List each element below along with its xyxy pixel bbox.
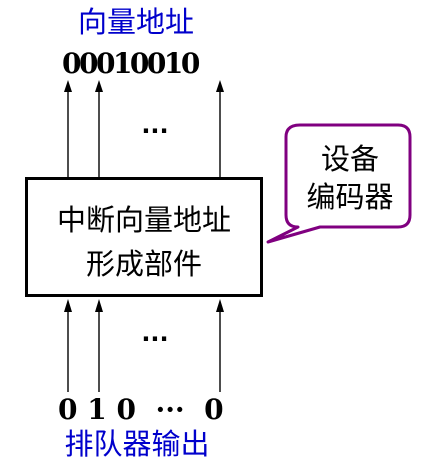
main-box-label: 中断向量地址 形成部件 [25, 198, 263, 286]
queue-output-label: 排队器输出 [64, 427, 210, 461]
vector-address-label: 向量地址 [77, 5, 194, 39]
callout-label-line1: 设备 [320, 142, 379, 176]
top-ellipsis: ··· [141, 117, 168, 145]
callout-label-line2: 编码器 [306, 180, 394, 214]
callout-label: 设备 编码器 [286, 140, 414, 216]
input-arrowhead-2 [95, 299, 103, 312]
queue-output-bits: 0 1 0 ··· 0 [58, 393, 224, 426]
input-arrowhead-last [216, 299, 224, 312]
interrupt-vector-address-unit [25, 177, 263, 297]
output-arrowhead-1 [64, 80, 72, 92]
output-arrowhead-2 [95, 80, 103, 92]
input-arrowhead-1 [64, 299, 72, 312]
callout-bubble [266, 123, 412, 244]
main-box-label-line2: 形成部件 [85, 247, 202, 281]
bottom-ellipsis: ··· [141, 325, 168, 353]
output-arrowhead-last [216, 80, 224, 92]
vector-address-bits: 00010010 [62, 47, 200, 80]
main-box-label-line1: 中断向量地址 [56, 203, 231, 237]
